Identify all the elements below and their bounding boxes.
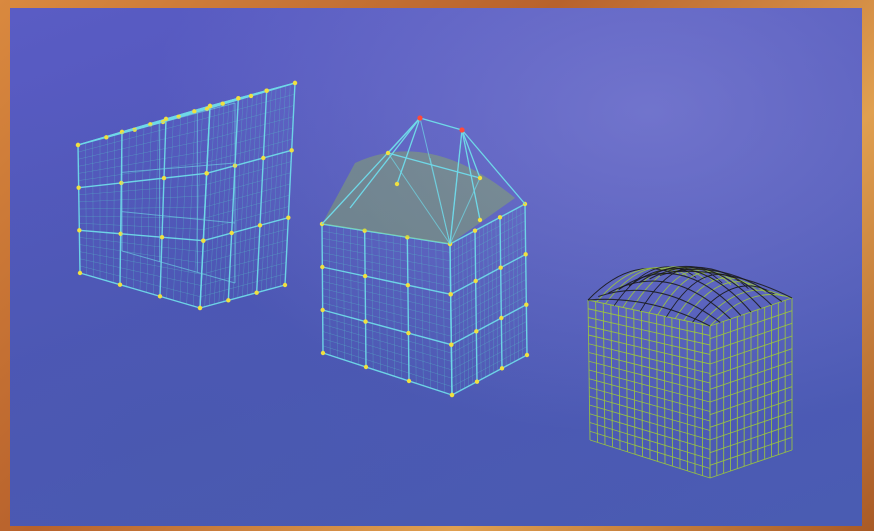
vertex xyxy=(475,379,479,383)
vertex xyxy=(478,218,482,222)
vertex xyxy=(258,223,262,227)
vertex xyxy=(162,176,166,180)
vertex xyxy=(283,283,287,287)
vertex xyxy=(448,292,452,296)
vertex xyxy=(254,290,258,294)
vertex xyxy=(76,143,80,147)
vertex xyxy=(499,316,503,320)
vertex xyxy=(525,353,529,357)
vertex xyxy=(201,238,205,242)
vertex xyxy=(321,351,325,355)
vertex xyxy=(289,148,293,152)
vertex xyxy=(474,329,478,333)
vertex xyxy=(417,115,422,120)
vertex xyxy=(204,171,208,175)
vertex xyxy=(523,252,527,256)
control-cage-cube[interactable] xyxy=(76,81,297,310)
vertex xyxy=(478,176,482,180)
vertex xyxy=(236,96,240,100)
cube1-side-fine xyxy=(200,83,295,308)
cube2-front-fine xyxy=(322,224,452,395)
vertex xyxy=(78,271,82,275)
deformed-control-cage[interactable] xyxy=(320,115,529,397)
vertex xyxy=(76,185,80,189)
vertex xyxy=(450,393,454,397)
3d-viewport[interactable] xyxy=(10,8,862,526)
vertex xyxy=(198,306,202,310)
vertex xyxy=(473,279,477,283)
vertex xyxy=(364,365,368,369)
vertex xyxy=(498,215,502,219)
vertex xyxy=(264,88,268,92)
vertex xyxy=(386,151,390,155)
vertex xyxy=(449,342,453,346)
vertex xyxy=(118,282,122,286)
vertex xyxy=(160,235,164,239)
vertex xyxy=(406,283,410,287)
cube2-deformed-top xyxy=(322,118,525,244)
vertex xyxy=(395,182,399,186)
vertex xyxy=(158,294,162,298)
vertex xyxy=(498,265,502,269)
vertex xyxy=(363,319,367,323)
mesh3-side xyxy=(710,298,792,478)
vertex xyxy=(320,308,324,312)
vertex xyxy=(208,104,212,108)
vertex xyxy=(229,231,233,235)
vertex xyxy=(220,101,224,105)
vertex xyxy=(226,298,230,302)
scene-canvas[interactable] xyxy=(10,8,862,526)
vertex xyxy=(77,228,81,232)
vertex xyxy=(104,135,108,139)
vertex xyxy=(119,181,123,185)
vertex xyxy=(524,302,528,306)
vertex xyxy=(500,366,504,370)
mesh3-front xyxy=(588,300,710,478)
vertex xyxy=(249,94,253,98)
vertex xyxy=(320,265,324,269)
vertex xyxy=(407,379,411,383)
vertex xyxy=(261,156,265,160)
vertex xyxy=(473,228,477,232)
vertex xyxy=(363,274,367,278)
vertex xyxy=(459,127,464,132)
vertex xyxy=(406,331,410,335)
subdivided-smooth-mesh[interactable] xyxy=(588,266,792,478)
vertex xyxy=(293,81,297,85)
vertex xyxy=(286,215,290,219)
